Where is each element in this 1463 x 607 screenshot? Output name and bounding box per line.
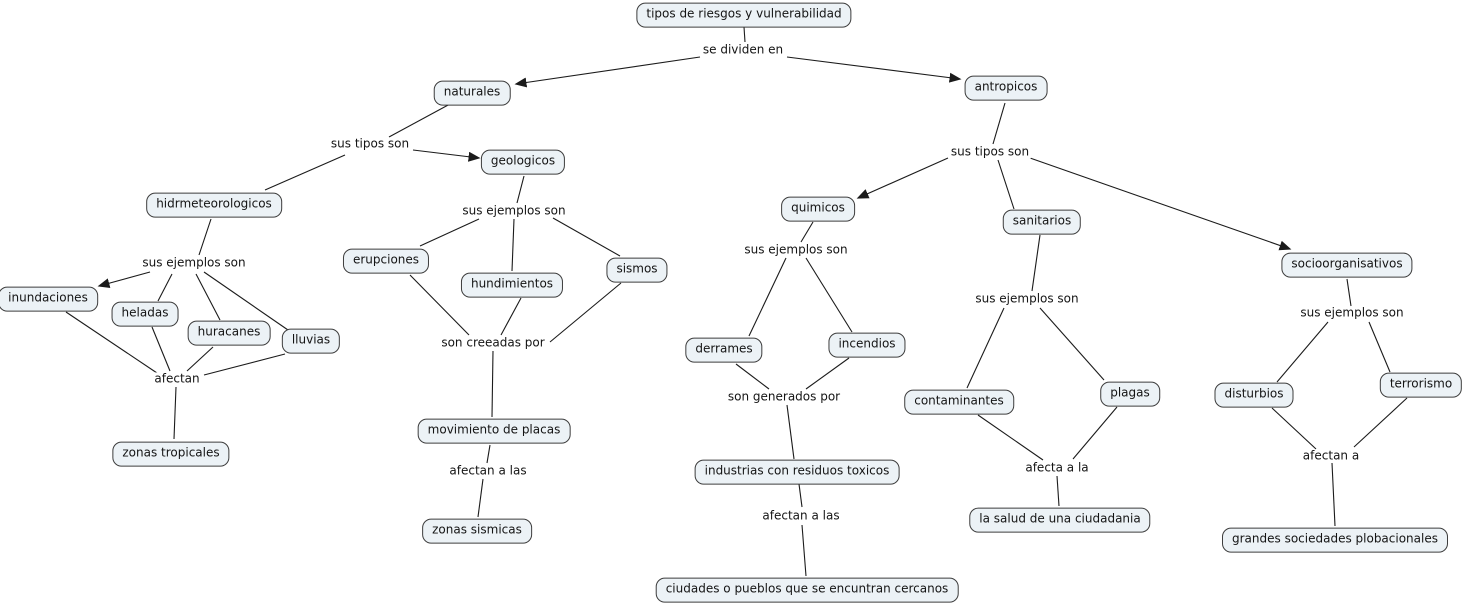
connector-hidrmeteorologicos--sus-ejemplos-son-hidro	[198, 218, 212, 256]
connector-huracanes--afectan-hidro	[186, 346, 214, 372]
node-antropicos[interactable]: antropicos	[964, 75, 1048, 101]
connector-socioorganisativos--sus-ejemplos-son-socio	[1346, 278, 1352, 307]
connector-sus-ejemplos-son-geo--erupciones	[419, 218, 480, 247]
link-label-sus-ejemplos-son-geo[interactable]: sus ejemplos son	[460, 203, 568, 218]
connector-disturbios--afectan-a-socio	[1271, 407, 1317, 450]
connector-sus-ejemplos-son-sanit--contaminantes	[966, 307, 1005, 389]
connector-plagas--afecta-a-la	[1072, 406, 1118, 460]
node-derrames[interactable]: derrames	[685, 337, 763, 363]
node-hidrmeteorologicos[interactable]: hidrmeteorologicos	[146, 192, 282, 218]
connector-sus-tipos-son-left--geologicos	[412, 149, 481, 162]
link-label-afectan-a-las-geo[interactable]: afectan a las	[447, 463, 529, 478]
link-label-son-creeadas-por[interactable]: son creeadas por	[439, 335, 547, 350]
node-naturales[interactable]: naturales	[433, 80, 511, 106]
link-label-sus-ejemplos-son-quim[interactable]: sus ejemplos son	[742, 242, 850, 257]
connector-industrias--afectan-a-las-quim	[798, 483, 803, 508]
connector-heladas--afectan-hidro	[151, 326, 171, 372]
connector-sus-tipos-son-right--socioorganisativos	[1029, 157, 1292, 251]
link-label-afectan-a-las-quim[interactable]: afectan a las	[760, 508, 842, 523]
connector-afectan-a-las-quim--ciudades	[801, 524, 807, 577]
node-zonas-tropicales[interactable]: zonas tropicales	[112, 441, 230, 467]
link-label-sus-tipos-son-right[interactable]: sus tipos son	[948, 144, 1032, 159]
node-grandes-sociedades[interactable]: grandes sociedades plobacionales	[1222, 527, 1448, 553]
link-label-se-dividen-en[interactable]: se dividen en	[700, 42, 786, 57]
link-label-afectan-a-socio[interactable]: afectan a	[1300, 448, 1362, 463]
node-huracanes[interactable]: huracanes	[187, 320, 271, 346]
connector-sus-ejemplos-son-socio--terrorismo	[1368, 321, 1391, 373]
connector-terrorismo--afectan-a-socio	[1353, 397, 1408, 448]
connector-son-generados-por--industrias	[786, 404, 795, 460]
connector-sus-ejemplos-son-hidro--heladas	[157, 273, 173, 302]
connector-incendios--son-generados-por	[805, 357, 850, 390]
connector-hundimientos--son-creeadas-por	[500, 297, 522, 336]
connector-contaminantes--afecta-a-la	[977, 414, 1044, 461]
node-plagas[interactable]: plagas	[1100, 381, 1160, 407]
connector-sus-ejemplos-son-quim--derrames	[748, 257, 787, 337]
connector-sus-ejemplos-son-sanit--plagas	[1039, 307, 1105, 381]
connector-se-dividen-en--antropicos	[786, 56, 962, 83]
connector-inundaciones--afectan-hidro	[65, 311, 158, 374]
node-ciudades[interactable]: ciudades o pueblos que se encuntran cerc…	[655, 577, 959, 603]
connector-sus-ejemplos-son-geo--sismos	[552, 217, 621, 257]
node-sismos[interactable]: sismos	[606, 257, 668, 283]
connector-derrames--son-generados-por	[735, 363, 770, 390]
node-sanitarios[interactable]: sanitarios	[1002, 209, 1082, 235]
connector-sismos--son-creeadas-por	[549, 282, 622, 343]
node-erupciones[interactable]: erupciones	[342, 248, 430, 274]
connector-sus-ejemplos-son-geo--hundimientos	[511, 218, 515, 272]
node-quimicos[interactable]: quimicos	[781, 196, 855, 222]
connector-lluvias--afectan-hidro	[203, 353, 286, 376]
connector-sus-ejemplos-son-hidro--lluvias	[203, 271, 289, 331]
node-socioorganisativos[interactable]: socioorganisativos	[1281, 252, 1413, 278]
node-geologicos[interactable]: geologicos	[480, 149, 566, 175]
connector-sus-ejemplos-son-socio--disturbios	[1276, 321, 1329, 383]
node-industrias[interactable]: industrias con residuos toxicos	[694, 459, 900, 485]
connector-sus-tipos-son-right--sanitarios	[997, 159, 1015, 210]
connector-antropicos--sus-tipos-son-right	[992, 102, 1006, 145]
node-la-salud[interactable]: la salud de una ciudadania	[969, 507, 1151, 533]
connector-afectan-a-las-geo--zonas-sismicas	[477, 478, 484, 518]
connector-sus-ejemplos-son-hidro--inundaciones	[97, 271, 151, 289]
node-zonas-sismicas[interactable]: zonas sismicas	[422, 518, 532, 544]
connector-movimiento-de-placas--afectan-a-las-geo	[486, 444, 491, 464]
link-label-sus-ejemplos-son-sanit[interactable]: sus ejemplos son	[973, 291, 1081, 306]
connector-root--se-dividen-en	[743, 26, 746, 43]
connector-sanitarios--sus-ejemplos-son-sanit	[1031, 234, 1041, 292]
connector-sus-ejemplos-son-hidro--huracanes	[195, 273, 221, 321]
node-terrorismo[interactable]: terrorismo	[1379, 372, 1463, 398]
link-label-afecta-a-la[interactable]: afecta a la	[1023, 460, 1091, 475]
connector-naturales--sus-tipos-son-left	[388, 103, 451, 138]
connector-erupciones--son-creeadas-por	[409, 274, 470, 336]
connector-geologicos--sus-ejemplos-son-geo	[516, 175, 525, 204]
node-hundimientos[interactable]: hundimientos	[460, 272, 564, 298]
connector-afecta-a-la--la-salud	[1056, 475, 1060, 507]
node-inundaciones[interactable]: inundaciones	[0, 286, 98, 312]
node-disturbios[interactable]: disturbios	[1214, 382, 1294, 408]
connector-afectan-hidro--zonas-tropicales	[173, 386, 177, 440]
link-label-sus-tipos-son-left[interactable]: sus tipos son	[328, 136, 412, 151]
connector-afectan-a-socio--grandes-sociedades	[1331, 462, 1336, 527]
node-contaminantes[interactable]: contaminantes	[904, 389, 1014, 415]
node-heladas[interactable]: heladas	[111, 301, 179, 327]
connector-sus-ejemplos-son-quim--incendios	[805, 257, 853, 333]
link-label-afectan-hidro[interactable]: afectan	[152, 371, 202, 386]
connector-se-dividen-en--naturales	[514, 56, 701, 88]
link-label-sus-ejemplos-son-hidro[interactable]: sus ejemplos son	[140, 255, 248, 270]
connector-sus-tipos-son-right--quimicos	[856, 157, 949, 199]
link-label-son-generados-por[interactable]: son generados por	[725, 389, 843, 404]
connector-sus-tipos-son-left--hidrmeteorologicos	[264, 154, 346, 191]
link-label-sus-ejemplos-son-socio[interactable]: sus ejemplos son	[1298, 305, 1406, 320]
node-lluvias[interactable]: lluvias	[281, 328, 341, 354]
connector-quimicos--sus-ejemplos-son-quim	[800, 221, 814, 243]
node-movimiento-de-placas[interactable]: movimiento de placas	[417, 418, 571, 444]
node-root[interactable]: tipos de riesgos y vulnerabilidad	[636, 2, 852, 28]
node-incendios[interactable]: incendios	[828, 332, 906, 358]
connector-son-creeadas-por--movimiento-de-placas	[491, 350, 494, 418]
